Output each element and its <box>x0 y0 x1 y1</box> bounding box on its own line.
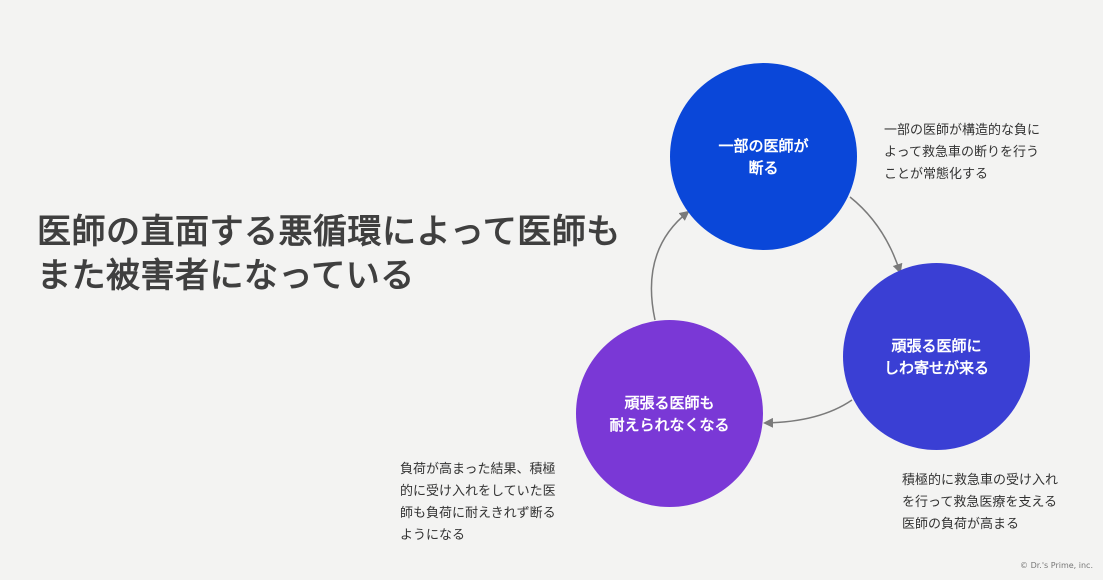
note-top: 一部の医師が構造的な負に よって救急車の断りを行う ことが常態化する <box>884 123 1041 182</box>
arrow-top-to-right <box>849 196 903 274</box>
note-right: 積極的に救急車の受け入れ を行って救急医療を支える 医師の負荷が高まる <box>902 473 1059 532</box>
cycle-node-doctors-refuse: 一部の医師が 断る <box>670 63 857 250</box>
note-left: 負荷が高まった結果、積極 的に受け入れをしていた医 師も負荷に耐えきれず断る よ… <box>400 462 556 543</box>
arrow-right-to-left <box>763 399 853 428</box>
slide-title: 医師の直面する悪循環によって医師も また被害者になっている <box>37 212 621 296</box>
cycle-node-doctors-overwhelmed: 頑張る医師も 耐えられなくなる <box>576 320 763 507</box>
arrow-left-to-top <box>650 210 690 321</box>
node-label: 頑張る医師に しわ寄せが来る <box>883 336 989 377</box>
node-label: 一部の医師が 断る <box>718 136 809 177</box>
node-label: 頑張る医師も 耐えられなくなる <box>609 393 730 434</box>
cycle-node-burden-shift: 頑張る医師に しわ寄せが来る <box>843 263 1030 450</box>
copyright: © Dr.'s Prime, inc. <box>1020 561 1093 570</box>
